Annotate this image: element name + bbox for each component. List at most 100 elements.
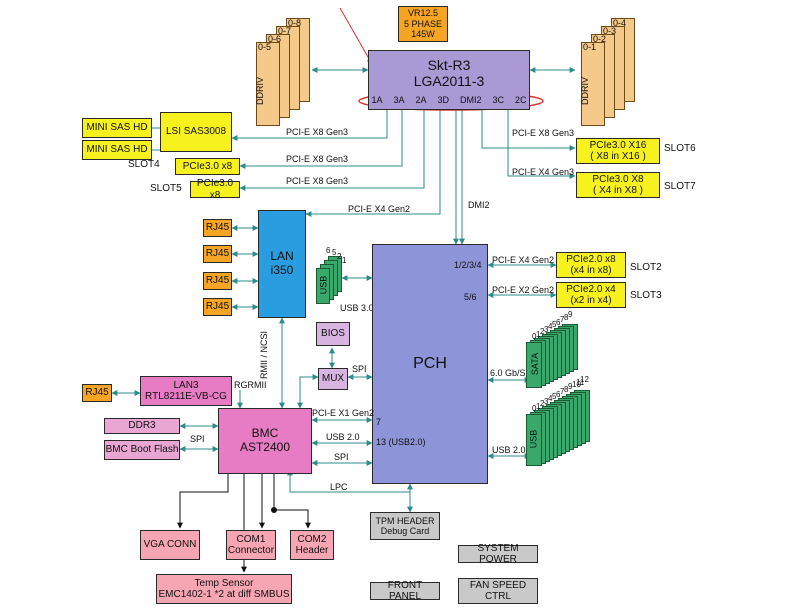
- slot7-card: PCIe3.0 X8 ( X4 in X8 ): [576, 172, 660, 198]
- bus-junction: [271, 507, 277, 513]
- sata-port-label: 2: [540, 327, 545, 337]
- ddr-left-label: DDRIV: [255, 76, 266, 106]
- rj45-lan3-label: RJ45: [85, 387, 109, 399]
- ddr-right-rank-02: 0-2: [593, 34, 607, 44]
- pch-port-13: 13 (USB2.0): [376, 437, 426, 447]
- usb-left-card-1: [316, 268, 330, 304]
- rj45-lan3: RJ45: [82, 384, 112, 402]
- com1-line1: COM1: [236, 533, 266, 545]
- link-pch-x4-gen2: PCI-E X4 Gen2: [492, 255, 555, 265]
- front-panel: FRONT PANEL: [370, 580, 440, 602]
- bmc-boot-flash: BMC Boot Flash: [104, 440, 180, 460]
- slot4-card-label: PCIe3.0 x8: [182, 160, 233, 172]
- ddr-left-rank-08: 0-8: [288, 18, 302, 28]
- link-pcie-x8-right: PCI-E X8 Gen3: [512, 128, 575, 138]
- vr-line2: 5 PHASE: [403, 18, 443, 29]
- slot2-card-line1: PCIe2.0 x8: [566, 253, 616, 265]
- highlight-arrow: [339, 7, 373, 65]
- link-pch-x2-gen2: PCI-E X2 Gen2: [492, 285, 555, 295]
- vr-box: VR12.5 5 PHASE 145W: [398, 6, 448, 42]
- sata-port-label: 1: [536, 329, 541, 339]
- cpu-ports: 1A 3A 2A 3D DMI2 3C 2C: [371, 95, 526, 105]
- slot4-label: SLOT4: [128, 159, 160, 170]
- mini-sas-hd-2-label: MINI SAS HD: [86, 144, 148, 156]
- link-pcie-x8-1: PCI-E X8 Gen3: [286, 127, 349, 137]
- com2-line2: Header: [295, 545, 329, 556]
- link-lpc: LPC: [330, 482, 348, 492]
- cpu-port-3c: 3C: [492, 95, 505, 106]
- usb-right-port-label: 6: [556, 389, 561, 399]
- slot6-card-line2: ( X8 in X16 ): [590, 151, 646, 162]
- wire-3d-lan: [305, 110, 441, 217]
- mux-label: MUX: [321, 373, 345, 385]
- ddr3: DDR3: [104, 418, 180, 434]
- slot6-label: SLOT6: [664, 143, 696, 154]
- ddr-left-card-1: [256, 42, 280, 126]
- lsi-sas-label: LSI SAS3008: [165, 126, 227, 138]
- ddr-left-rank-05: 0-5: [258, 42, 272, 52]
- usb-left-port-2: 2: [337, 252, 342, 261]
- usb20-right-label: USB 2.0: [492, 445, 526, 455]
- slot5-label: SLOT5: [150, 183, 182, 194]
- slot3-label: SLOT3: [630, 290, 662, 301]
- usb-right-port-label: 11: [576, 377, 585, 387]
- slot2-label: SLOT2: [630, 262, 662, 273]
- ddr3-label: DDR3: [128, 420, 156, 432]
- ddr-right-rank-03: 0-3: [603, 26, 617, 36]
- wire-2a-slot5: [239, 110, 425, 191]
- slot6-card: PCIe3.0 X16 ( X8 in X16 ): [576, 138, 660, 164]
- usb30-label: USB 3.0: [340, 303, 374, 313]
- tpm-header: TPM HEADER Debug Card: [370, 512, 440, 540]
- sata-port-label: 3: [544, 324, 549, 334]
- wire-3c-slot6: [481, 110, 576, 151]
- ddr-right-rank-04: 0-4: [613, 18, 627, 28]
- sata-port-label: 9: [568, 310, 573, 320]
- rgrmii-label: RGRMII: [234, 380, 267, 390]
- cpu-line1: Skt-R3: [427, 57, 471, 73]
- cpu-port-3a: 3A: [393, 95, 405, 106]
- system-power-label: SYSTEM POWER: [477, 542, 519, 566]
- ddr-right-rank-01: 0-1: [583, 42, 597, 52]
- pch-port-56: 5/6: [464, 292, 477, 302]
- slot2-card-line2: (x4 in x8): [570, 265, 612, 276]
- lsi-sas-controller: LSI SAS3008: [160, 112, 232, 152]
- lan-i350: LAN i350: [258, 210, 306, 318]
- lan-line2: i350: [270, 263, 294, 277]
- link-pcie-x4-right: PCI-E X4 Gen3: [512, 167, 575, 177]
- fan-speed-ctrl: FAN SPEED CTRL: [458, 578, 538, 604]
- rj45-1-label: RJ45: [205, 222, 230, 234]
- fan-speed-line2: CTRL: [484, 591, 512, 602]
- slot3-card-line2: (x2 in x4): [570, 295, 612, 306]
- bios: BIOS: [316, 322, 350, 346]
- cpu-port-1a: 1A: [371, 95, 383, 106]
- link-usb20-bmc: USB 2.0: [326, 432, 360, 442]
- link-pcie-x8-2: PCI-E X8 Gen3: [286, 154, 349, 164]
- wire-mux-bmc: [297, 374, 319, 409]
- lan3-line2: RTL8211E-VB-CG: [145, 391, 227, 402]
- slot2-card: PCIe2.0 x8 (x4 in x8): [556, 252, 626, 278]
- tpm-line1: TPM HEADER: [375, 515, 435, 526]
- link-dmi2: DMI2: [468, 200, 490, 210]
- sata-port-label: 4: [548, 322, 553, 332]
- mini-sas-hd-1-label: MINI SAS HD: [86, 122, 148, 134]
- slot7-card-line1: PCIe3.0 X8: [592, 173, 644, 185]
- com1-connector: COM1 Connector: [226, 530, 276, 560]
- slot6-card-line1: PCIe3.0 X16: [589, 139, 647, 151]
- lan-line1: LAN: [270, 249, 294, 264]
- mini-sas-hd-1: MINI SAS HD: [82, 118, 152, 138]
- wire-3a-slot4: [239, 110, 403, 169]
- usb-right-label: USB: [528, 429, 539, 449]
- ddr-right-card-1: [581, 42, 605, 126]
- pch-label: PCH: [413, 354, 447, 372]
- usb-right-port-label: 4: [548, 394, 553, 404]
- rj45-4-label: RJ45: [205, 301, 230, 313]
- usb-right-port-label: 2: [540, 399, 545, 409]
- spi-mux-label: SPI: [352, 364, 367, 374]
- vr-line1: VR12.5: [407, 8, 439, 19]
- bios-label: BIOS: [321, 328, 345, 340]
- ddr-left-rank-07: 0-7: [278, 26, 292, 36]
- com2-line1: COM2: [297, 533, 327, 545]
- link-pcie-x8-3: PCI-E X8 Gen3: [286, 176, 349, 186]
